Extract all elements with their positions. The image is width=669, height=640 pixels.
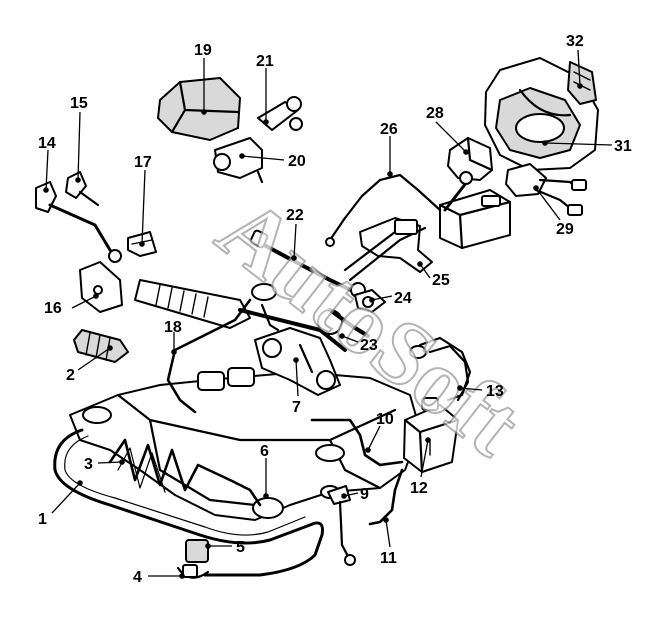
column-housing <box>438 170 512 250</box>
callout-10: 10 <box>376 411 394 428</box>
mounting-bracket <box>79 261 123 313</box>
ignition-key <box>257 96 303 131</box>
rack-mount-pad <box>197 371 225 391</box>
ignition-switch <box>213 137 264 184</box>
supply-hose <box>368 468 404 526</box>
stabilizer-bar <box>53 428 324 577</box>
callout-32: 32 <box>566 33 584 50</box>
cooler-tube <box>108 438 262 507</box>
callout-14: 14 <box>38 135 56 152</box>
combination-switch <box>505 163 587 216</box>
column-bracket <box>343 217 433 282</box>
bushing-clamp <box>176 539 210 579</box>
hose-fitting <box>327 485 356 566</box>
tie-rod-end-inner <box>65 171 100 207</box>
callout-13: 13 <box>486 383 504 400</box>
tilt-cable <box>328 173 442 242</box>
callout-25: 25 <box>432 272 450 289</box>
callout-1: 1 <box>38 511 47 528</box>
callout-2: 2 <box>66 367 75 384</box>
column-shroud <box>157 77 241 141</box>
callout-3: 3 <box>84 456 93 473</box>
rack-mount-pad <box>227 367 255 387</box>
callout-28: 28 <box>426 105 444 122</box>
callout-19: 19 <box>194 42 212 59</box>
fluid-reservoir <box>403 397 460 474</box>
callout-31: 31 <box>614 138 632 155</box>
callout-6: 6 <box>260 443 269 460</box>
callout-labels: 1 2 3 4 5 6 7 9 10 11 12 13 14 15 16 17 … <box>38 33 632 586</box>
intermediate-shaft <box>328 308 370 338</box>
callout-23: 23 <box>360 337 378 354</box>
lock-housing <box>447 136 494 185</box>
tie-rod-end <box>35 181 122 263</box>
callout-20: 20 <box>288 153 306 170</box>
callout-9: 9 <box>360 486 369 503</box>
callout-22: 22 <box>286 207 304 224</box>
callout-12: 12 <box>410 480 428 497</box>
horn-pad <box>567 61 597 105</box>
callout-11: 11 <box>380 550 397 567</box>
callout-7: 7 <box>292 399 301 416</box>
callout-29: 29 <box>556 221 574 238</box>
callout-16: 16 <box>44 300 62 317</box>
rubber-bush <box>73 329 129 363</box>
callout-4: 4 <box>133 569 142 586</box>
callout-15: 15 <box>70 95 88 112</box>
column-shaft <box>249 229 366 298</box>
return-hose <box>310 418 404 467</box>
callout-5: 5 <box>236 539 245 556</box>
callout-24: 24 <box>394 290 412 307</box>
callout-21: 21 <box>256 53 274 70</box>
callout-26: 26 <box>380 121 398 138</box>
callout-17: 17 <box>134 154 152 171</box>
callout-18: 18 <box>164 319 182 336</box>
leader-lines <box>43 49 613 579</box>
